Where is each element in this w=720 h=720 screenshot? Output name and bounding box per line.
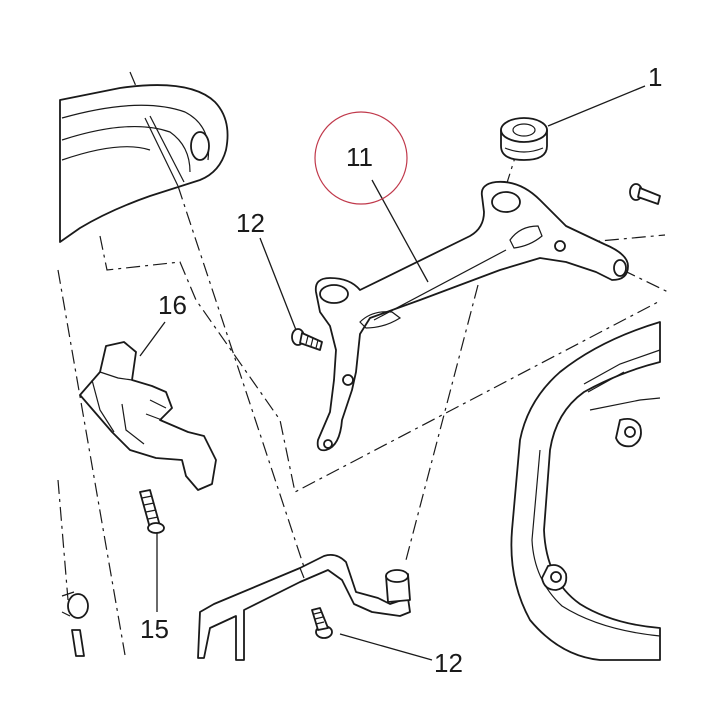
screw-part-12-upper bbox=[291, 328, 323, 351]
bracket-part-11 bbox=[314, 180, 629, 452]
label-part-1: 1 bbox=[648, 62, 662, 92]
highlight-circle bbox=[314, 111, 408, 205]
screw-top-right bbox=[629, 183, 661, 205]
front-panel-frame bbox=[510, 321, 661, 661]
screw-part-12-lower bbox=[311, 607, 333, 639]
clip-part-16 bbox=[79, 341, 217, 491]
label-part-12-upper: 12 bbox=[236, 208, 265, 238]
label-part-16: 16 bbox=[158, 290, 187, 320]
lower-bracket bbox=[197, 553, 411, 661]
screw-part-15 bbox=[139, 489, 165, 534]
fairing-housing bbox=[59, 84, 229, 243]
label-part-15: 15 bbox=[140, 614, 169, 644]
assembly-guide-lines bbox=[57, 71, 669, 656]
label-part-12-lower: 12 bbox=[434, 648, 463, 678]
grommet-part-1 bbox=[500, 117, 548, 161]
leader-lines bbox=[139, 85, 646, 661]
side-fastener bbox=[61, 591, 89, 657]
label-part-11: 11 bbox=[346, 142, 373, 172]
